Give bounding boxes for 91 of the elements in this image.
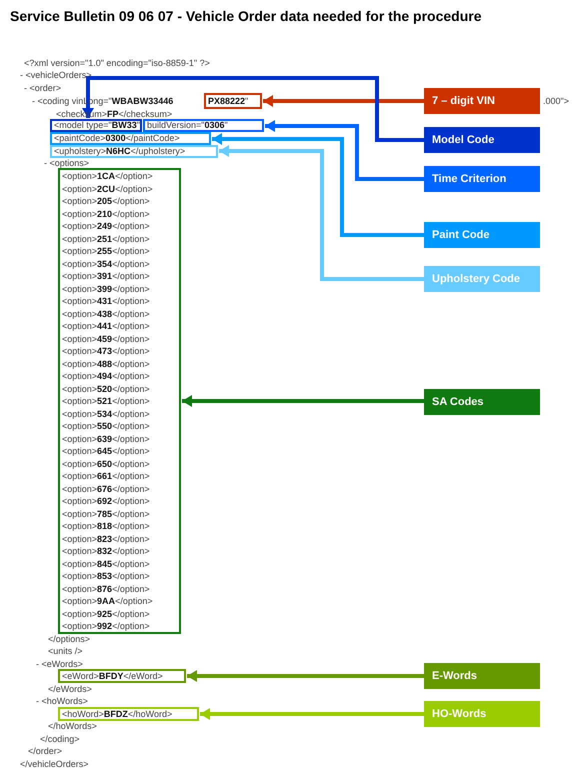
code-line: <option>692</option> xyxy=(62,495,150,507)
code-line: - <eWords> xyxy=(36,658,83,670)
code-line: <option>676</option> xyxy=(62,482,150,494)
code-line: <option>661</option> xyxy=(62,470,150,482)
callout-text: Upholstery Code xyxy=(432,273,520,285)
code-line: <option>459</option> xyxy=(62,332,150,344)
title: Service Bulletin 09 06 07 - Vehicle Order data needed for the procedure xyxy=(10,8,482,24)
code-line: <units /> xyxy=(48,645,83,657)
callout-box xyxy=(424,166,540,192)
code-line: <model type="BW33" xyxy=(54,121,140,130)
code-line: <option>534</option> xyxy=(62,408,150,420)
highlight-frame xyxy=(58,168,181,634)
code-line: buildVersion="0306" xyxy=(147,121,228,130)
callout-box xyxy=(424,701,540,727)
callout-box xyxy=(424,88,540,114)
callout-text: E-Words xyxy=(432,670,478,682)
code-line: <option>520</option> xyxy=(62,382,150,394)
code-line: <option>441</option> xyxy=(62,320,150,332)
arrow xyxy=(82,76,424,142)
callout-text: Model Code xyxy=(432,134,494,146)
callout-text: Paint Code xyxy=(432,229,490,241)
arrow xyxy=(263,95,424,107)
code-line: </vehicleOrders> xyxy=(20,758,89,770)
code-line: <option>473</option> xyxy=(62,345,150,357)
code-line: <option>438</option> xyxy=(62,308,150,320)
code-line: </order> xyxy=(28,745,62,757)
code-line: <option>639</option> xyxy=(62,432,150,444)
code-line: <option>488</option> xyxy=(62,358,150,370)
code-line: <option>645</option> xyxy=(62,445,150,457)
code-line: <option>521</option> xyxy=(62,395,150,407)
highlight-frame xyxy=(50,145,218,158)
code-line: <upholstery>N6HC</upholstery> xyxy=(54,147,186,156)
code-line: <option>550</option> xyxy=(62,420,150,432)
code-line: .000"> xyxy=(543,95,569,107)
code-line: <option>255</option> xyxy=(62,245,150,257)
code-line: <option>925</option> xyxy=(62,608,150,620)
highlight-frame xyxy=(50,119,142,132)
code-line: <option>1CA</option> xyxy=(62,170,153,182)
code-line: <eWord>BFDY</eWord> xyxy=(62,671,163,681)
code-line: <option>249</option> xyxy=(62,220,150,232)
arrow xyxy=(212,133,424,237)
code-line: <hoWord>BFDZ</hoWord> xyxy=(62,709,172,719)
callout-box xyxy=(424,222,540,248)
callout-box xyxy=(424,127,540,153)
arrow xyxy=(200,708,424,720)
code-line: <option>818</option> xyxy=(62,520,150,532)
code-line: <option>832</option> xyxy=(62,545,150,557)
code-line: </coding> xyxy=(40,733,80,745)
callout-text: SA Codes xyxy=(432,396,484,408)
code-line: - <order> xyxy=(24,82,62,94)
arrow xyxy=(265,120,424,181)
code-line: <?xml version="1.0" encoding="iso-8859-1" ?> xyxy=(24,57,210,69)
arrow xyxy=(219,145,424,281)
highlight-frame xyxy=(204,93,262,109)
code-line: <paintCode>0300</paintCode> xyxy=(54,134,180,143)
code-line: </options> xyxy=(48,633,90,645)
code-line: <option>354</option> xyxy=(62,258,150,270)
callout-text: 7 – digit VIN xyxy=(432,95,495,107)
code-line: <option>650</option> xyxy=(62,458,150,470)
code-line: <option>205</option> xyxy=(62,195,150,207)
highlight-frame xyxy=(50,132,211,145)
code-line: - <hoWords> xyxy=(36,695,88,707)
code-line: <option>853</option> xyxy=(62,570,150,582)
callout-box xyxy=(424,389,540,415)
code-line: <option>876</option> xyxy=(62,582,150,594)
code-line: <option>431</option> xyxy=(62,295,150,307)
code-line: <option>399</option> xyxy=(62,282,150,294)
callout-box xyxy=(424,266,540,292)
code-line: <option>823</option> xyxy=(62,532,150,544)
code-line: <option>845</option> xyxy=(62,558,150,570)
code-line: <option>2CU</option> xyxy=(62,182,153,194)
callout-text: HO-Words xyxy=(432,708,486,720)
code-line: PX88222" xyxy=(208,95,248,107)
highlight-frame xyxy=(58,669,186,683)
code-line: <option>785</option> xyxy=(62,508,150,520)
code-line: <option>494</option> xyxy=(62,370,150,382)
code-line: - <options> xyxy=(44,157,90,169)
code-line: <option>992</option> xyxy=(62,620,150,632)
code-line: <option>391</option> xyxy=(62,270,150,282)
highlight-frame xyxy=(143,119,264,132)
arrow xyxy=(187,670,424,682)
code-line: <option>9AA</option> xyxy=(62,595,153,607)
code-line: </eWords> xyxy=(48,683,92,695)
highlight-frame xyxy=(58,707,199,721)
callout-box xyxy=(424,663,540,689)
code-line: <option>251</option> xyxy=(62,232,150,244)
callout-text: Time Criterion xyxy=(432,173,506,185)
arrow xyxy=(182,395,424,407)
code-line: - <vehicleOrders> xyxy=(20,69,92,81)
code-line: </hoWords> xyxy=(48,720,97,732)
code-line: <option>210</option> xyxy=(62,208,150,220)
